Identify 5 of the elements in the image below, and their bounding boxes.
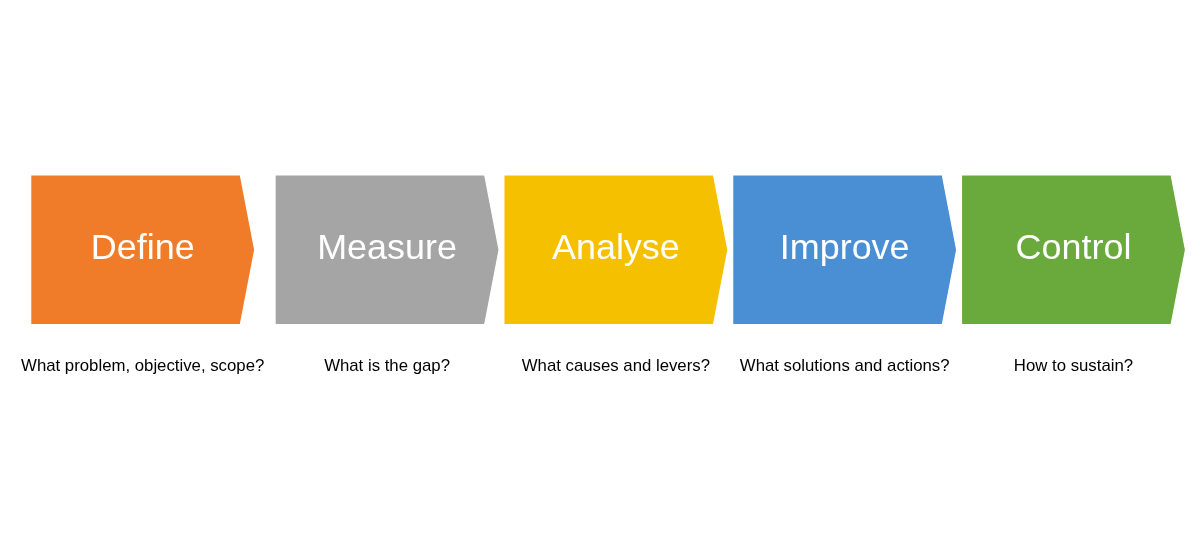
node-label: What solutions and actions? xyxy=(739,355,950,375)
node-label: How to sustain? xyxy=(1013,355,1134,375)
node-label: What is the gap? xyxy=(324,355,450,375)
node-label: What causes and levers? xyxy=(521,355,710,375)
node-label: What problem, objective, scope? xyxy=(21,355,265,375)
